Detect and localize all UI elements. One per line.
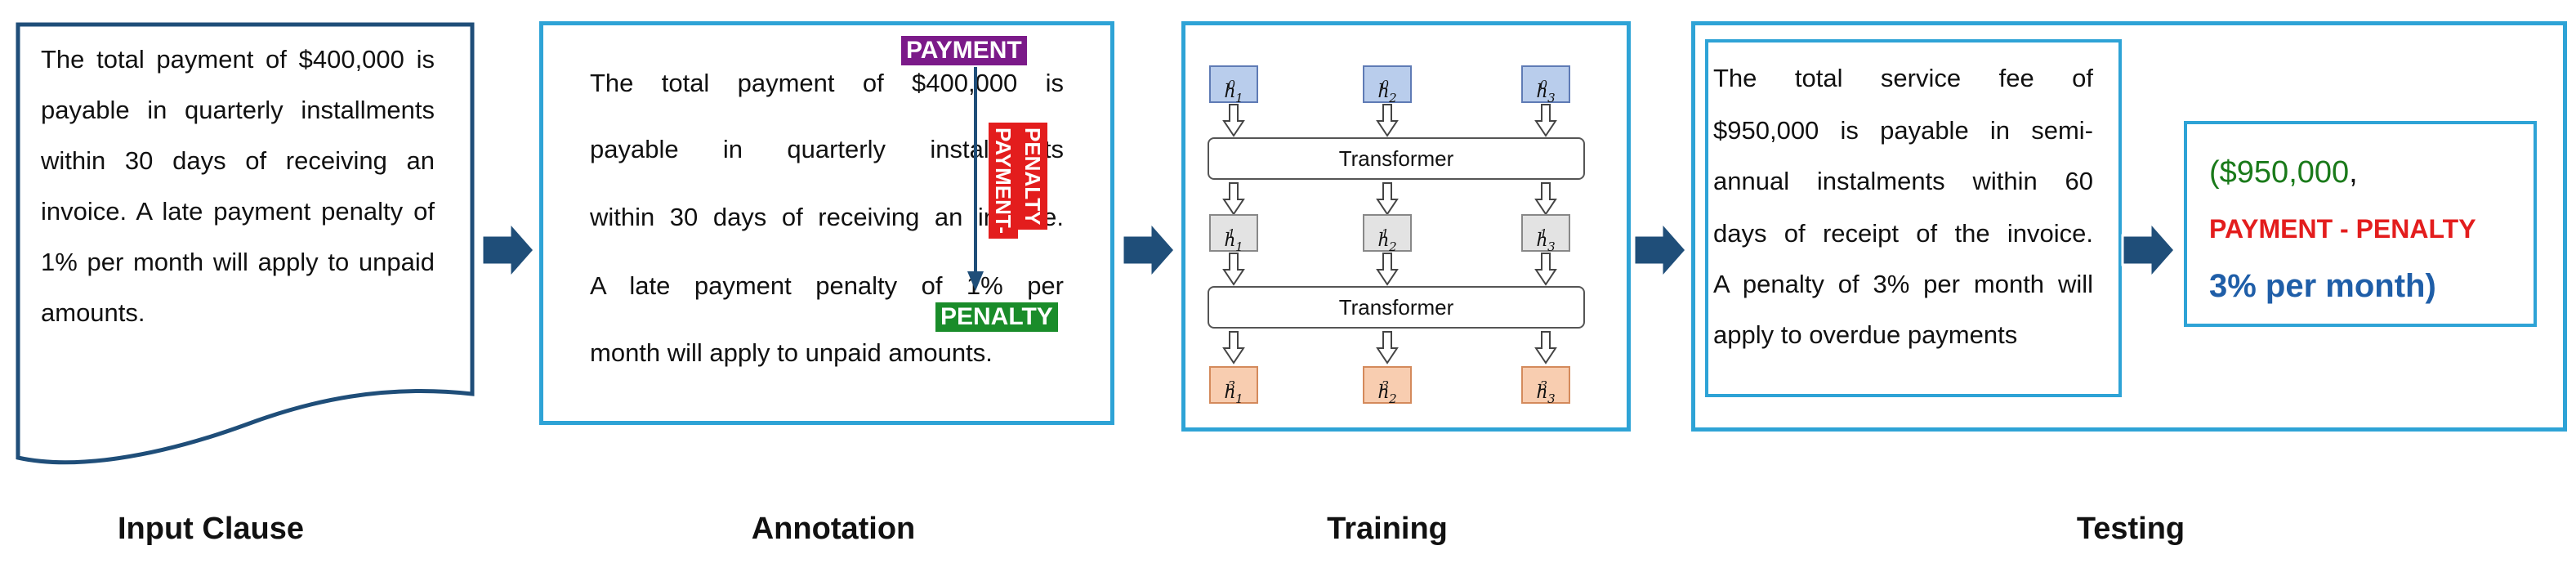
- result-comma: ,: [2349, 155, 2358, 190]
- annotation-line: A late payment penalty of 1% per: [590, 271, 1064, 300]
- test-clause-box: [1705, 39, 2122, 397]
- result-amount: ($950,000,: [2209, 155, 2358, 190]
- hidden-state-node: h31: [1209, 366, 1258, 406]
- flow-arrow-icon: [1632, 221, 1688, 280]
- input-document-shape: [16, 22, 475, 465]
- hidden-state-node: h11: [1209, 214, 1258, 254]
- small-arrows: [1222, 331, 1557, 365]
- hidden-state-node: h32: [1363, 366, 1412, 406]
- hidden-state-node: h13: [1521, 214, 1570, 254]
- small-arrows: [1222, 104, 1557, 137]
- annotation-line: payable in quarterly installments: [590, 135, 1064, 163]
- test-clause-line: $950,000 is payable in semi-: [1713, 116, 2093, 145]
- annotation-line: The total payment of $400,000 is: [590, 69, 1064, 97]
- test-clause-line: The total service fee of: [1713, 64, 2093, 92]
- test-result-box: [2184, 121, 2537, 327]
- test-clause-line: annual instalments within 60: [1713, 167, 2093, 195]
- hidden-state-node: h01: [1209, 65, 1258, 105]
- hidden-state-node: h12: [1363, 214, 1412, 254]
- transformer-block: Transformer: [1208, 286, 1585, 329]
- test-clause-line: A penalty of 3% per month will: [1713, 270, 2093, 298]
- stage-label-testing: Testing: [2076, 512, 2185, 546]
- test-clause-line: days of receipt of the invoice.: [1713, 219, 2093, 248]
- input-clause-text: The total payment of $400,000 is payable…: [41, 45, 435, 327]
- flow-arrow-icon: [2121, 221, 2176, 280]
- test-clause-line: apply to overdue payments: [1713, 320, 2018, 349]
- hidden-state-node: h03: [1521, 65, 1570, 105]
- result-rate: 3% per month): [2209, 268, 2436, 304]
- hidden-state-node: h33: [1521, 366, 1570, 406]
- annotation-line: month will apply to unpaid amounts.: [590, 338, 993, 367]
- down-arrow-icon: [967, 67, 984, 291]
- annotation-line: within 30 days of receiving an invoice.: [590, 203, 1064, 231]
- hidden-state-node: h02: [1363, 65, 1412, 105]
- flow-arrow-icon: [480, 221, 536, 280]
- payment-tag: PAYMENT: [901, 36, 1027, 65]
- flow-arrow-icon: [1121, 221, 1176, 280]
- result-label: PAYMENT - PENALTY: [2209, 214, 2476, 244]
- stage-label-annotation: Annotation: [751, 512, 916, 546]
- transformer-block: Transformer: [1208, 137, 1585, 180]
- small-arrows: [1222, 182, 1557, 216]
- testing-panel: [1691, 21, 2567, 432]
- payment-penalty-tag: PENALTY: [1018, 123, 1047, 230]
- payment-penalty-tag: PAYMENT-: [989, 123, 1018, 239]
- training-panel: [1181, 21, 1631, 432]
- stage-label-training: Training: [1327, 512, 1448, 546]
- stage-label-input: Input Clause: [117, 512, 305, 546]
- annotation-panel: [539, 21, 1114, 425]
- penalty-tag: PENALTY: [935, 302, 1058, 332]
- small-arrows: [1222, 253, 1557, 286]
